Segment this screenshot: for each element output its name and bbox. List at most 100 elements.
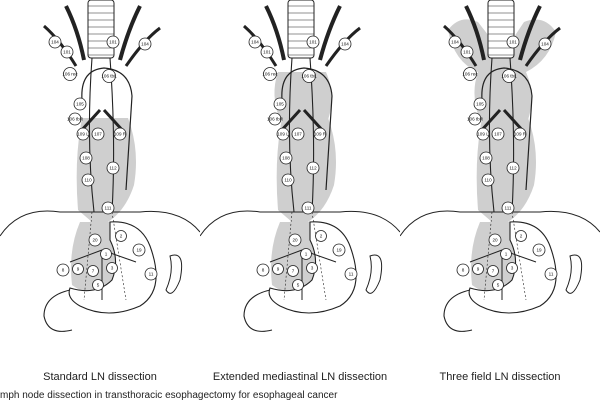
lymph-node-circle [260,45,274,59]
lymph-node-5: 5 [492,279,504,291]
lymph-node-circle [488,233,502,247]
lymph-node-109r: 109 R [313,127,327,141]
lymph-node-107: 107 [91,127,105,141]
lymph-node-105: 105 [73,97,87,111]
lymph-node-label: 107 [494,132,502,137]
lymph-node-109r: 109 R [513,127,527,141]
lymph-node-label: 112 [309,166,317,171]
lymph-node-label: 20 [492,238,498,243]
lymph-node-label: 106 tbL [301,74,317,79]
stomach-shape [268,221,357,314]
caption-extended-mediastinal: Extended mediastinal LN dissection [212,371,388,383]
lymph-node-circle [248,35,262,49]
lymph-node-111: 111 [101,201,115,215]
lymph-node-109l: 109 L [476,127,490,141]
lymph-node-circle [487,265,499,277]
lymph-node-circle [106,35,120,49]
lymph-node-circle [506,35,520,49]
lymph-node-circle [68,112,82,126]
lymph-node-circle [273,97,287,111]
lymph-node-label: 5 [97,283,100,288]
lymph-node-circle [468,112,482,126]
lymph-node-label: 104 [251,40,259,45]
lymph-node-label: 104 [51,40,59,45]
lymph-node-circle [502,69,516,83]
lymph-node-108: 108 [279,151,293,165]
lymph-node-label: 9 [277,267,280,272]
lymph-node-circle [472,263,484,275]
right-carotid-shape [318,5,342,61]
left-carotid-shape [264,5,286,61]
lymph-node-circle [100,248,112,260]
lymph-node-label: 106 rec [462,72,478,77]
lymph-node-circle [456,263,470,277]
trachea-shape [87,0,115,59]
lymph-node-19: 19 [132,243,146,257]
lymph-node-label: 106 rec [262,72,278,77]
dissection-boundary-shape [483,211,527,301]
lymph-node-label: 110 [84,178,92,183]
lymph-node-circle [292,279,304,291]
lymph-node-label: 7 [292,269,295,274]
lymph-node-label: 1 [105,252,108,257]
lymph-node-label: 11 [549,272,554,277]
lymph-node-101r: 101 [106,35,120,49]
lymph-node-101r: 101 [506,35,520,49]
lymph-node-circle [87,265,99,277]
lymph-node-7: 7 [287,265,299,277]
lymph-node-112: 112 [306,161,320,175]
lymph-node-109l: 109 L [276,127,290,141]
spleen-shape [365,254,383,294]
lymph-node-circle [332,243,346,257]
lymph-node-106rec: 106 rec [462,67,478,81]
lymph-node-label: 107 [94,132,102,137]
lymph-node-20: 20 [288,233,302,247]
spleen-shape [165,254,183,294]
lymph-node-circle [506,161,520,175]
right-carotid-shape [518,5,542,61]
figure-caption: mph node dissection in transthoracic eso… [0,390,338,401]
lymph-node-circle [287,265,299,277]
lymph-node-circle [448,35,462,49]
lymph-node-circle [106,161,120,175]
lymph-node-110: 110 [81,173,95,187]
left-subclavian-shape [43,24,78,67]
lymph-node-circle [72,263,84,275]
lymph-node-label: 101 [309,40,317,45]
lymph-node-19: 19 [532,243,546,257]
trachea-shape [487,0,515,59]
stomach-shape [468,221,557,314]
lymph-node-circle [48,35,62,49]
lymph-node-circle [91,127,105,141]
lymph-node-label: 106 rec [62,72,78,77]
lymph-node-8: 8 [56,263,70,277]
lymph-node-label: 111 [105,206,112,211]
lymph-node-label: 9 [477,267,480,272]
lymph-node-19: 19 [332,243,346,257]
lymph-node-circle [492,279,504,291]
lymph-node-9: 9 [72,263,84,275]
lymph-node-label: 111 [505,206,512,211]
lymph-node-label: 101 [509,40,517,45]
lymph-node-circle [92,279,104,291]
diaphragm-shape [200,210,400,237]
lymph-node-label: 7 [492,269,495,274]
lymph-node-label: 1 [505,252,508,257]
lymph-node-circle [279,151,293,165]
lymph-node-circle [56,263,70,277]
lymph-node-circle [101,201,115,215]
lymph-node-109r: 109 R [113,127,127,141]
lymph-node-label: 109 L [77,132,89,137]
lymph-node-3: 3 [506,262,518,274]
caption-three-field: Three field LN dissection [439,371,561,383]
lymph-node-label: 7 [92,269,95,274]
lymph-node-8: 8 [256,263,270,277]
lymph-node-112: 112 [506,161,520,175]
lymph-node-1: 1 [100,248,112,260]
lymph-node-circle [268,112,282,126]
lymph-node-105: 105 [473,97,487,111]
duodenum-shape [243,289,273,332]
lymph-node-circle [344,267,358,281]
